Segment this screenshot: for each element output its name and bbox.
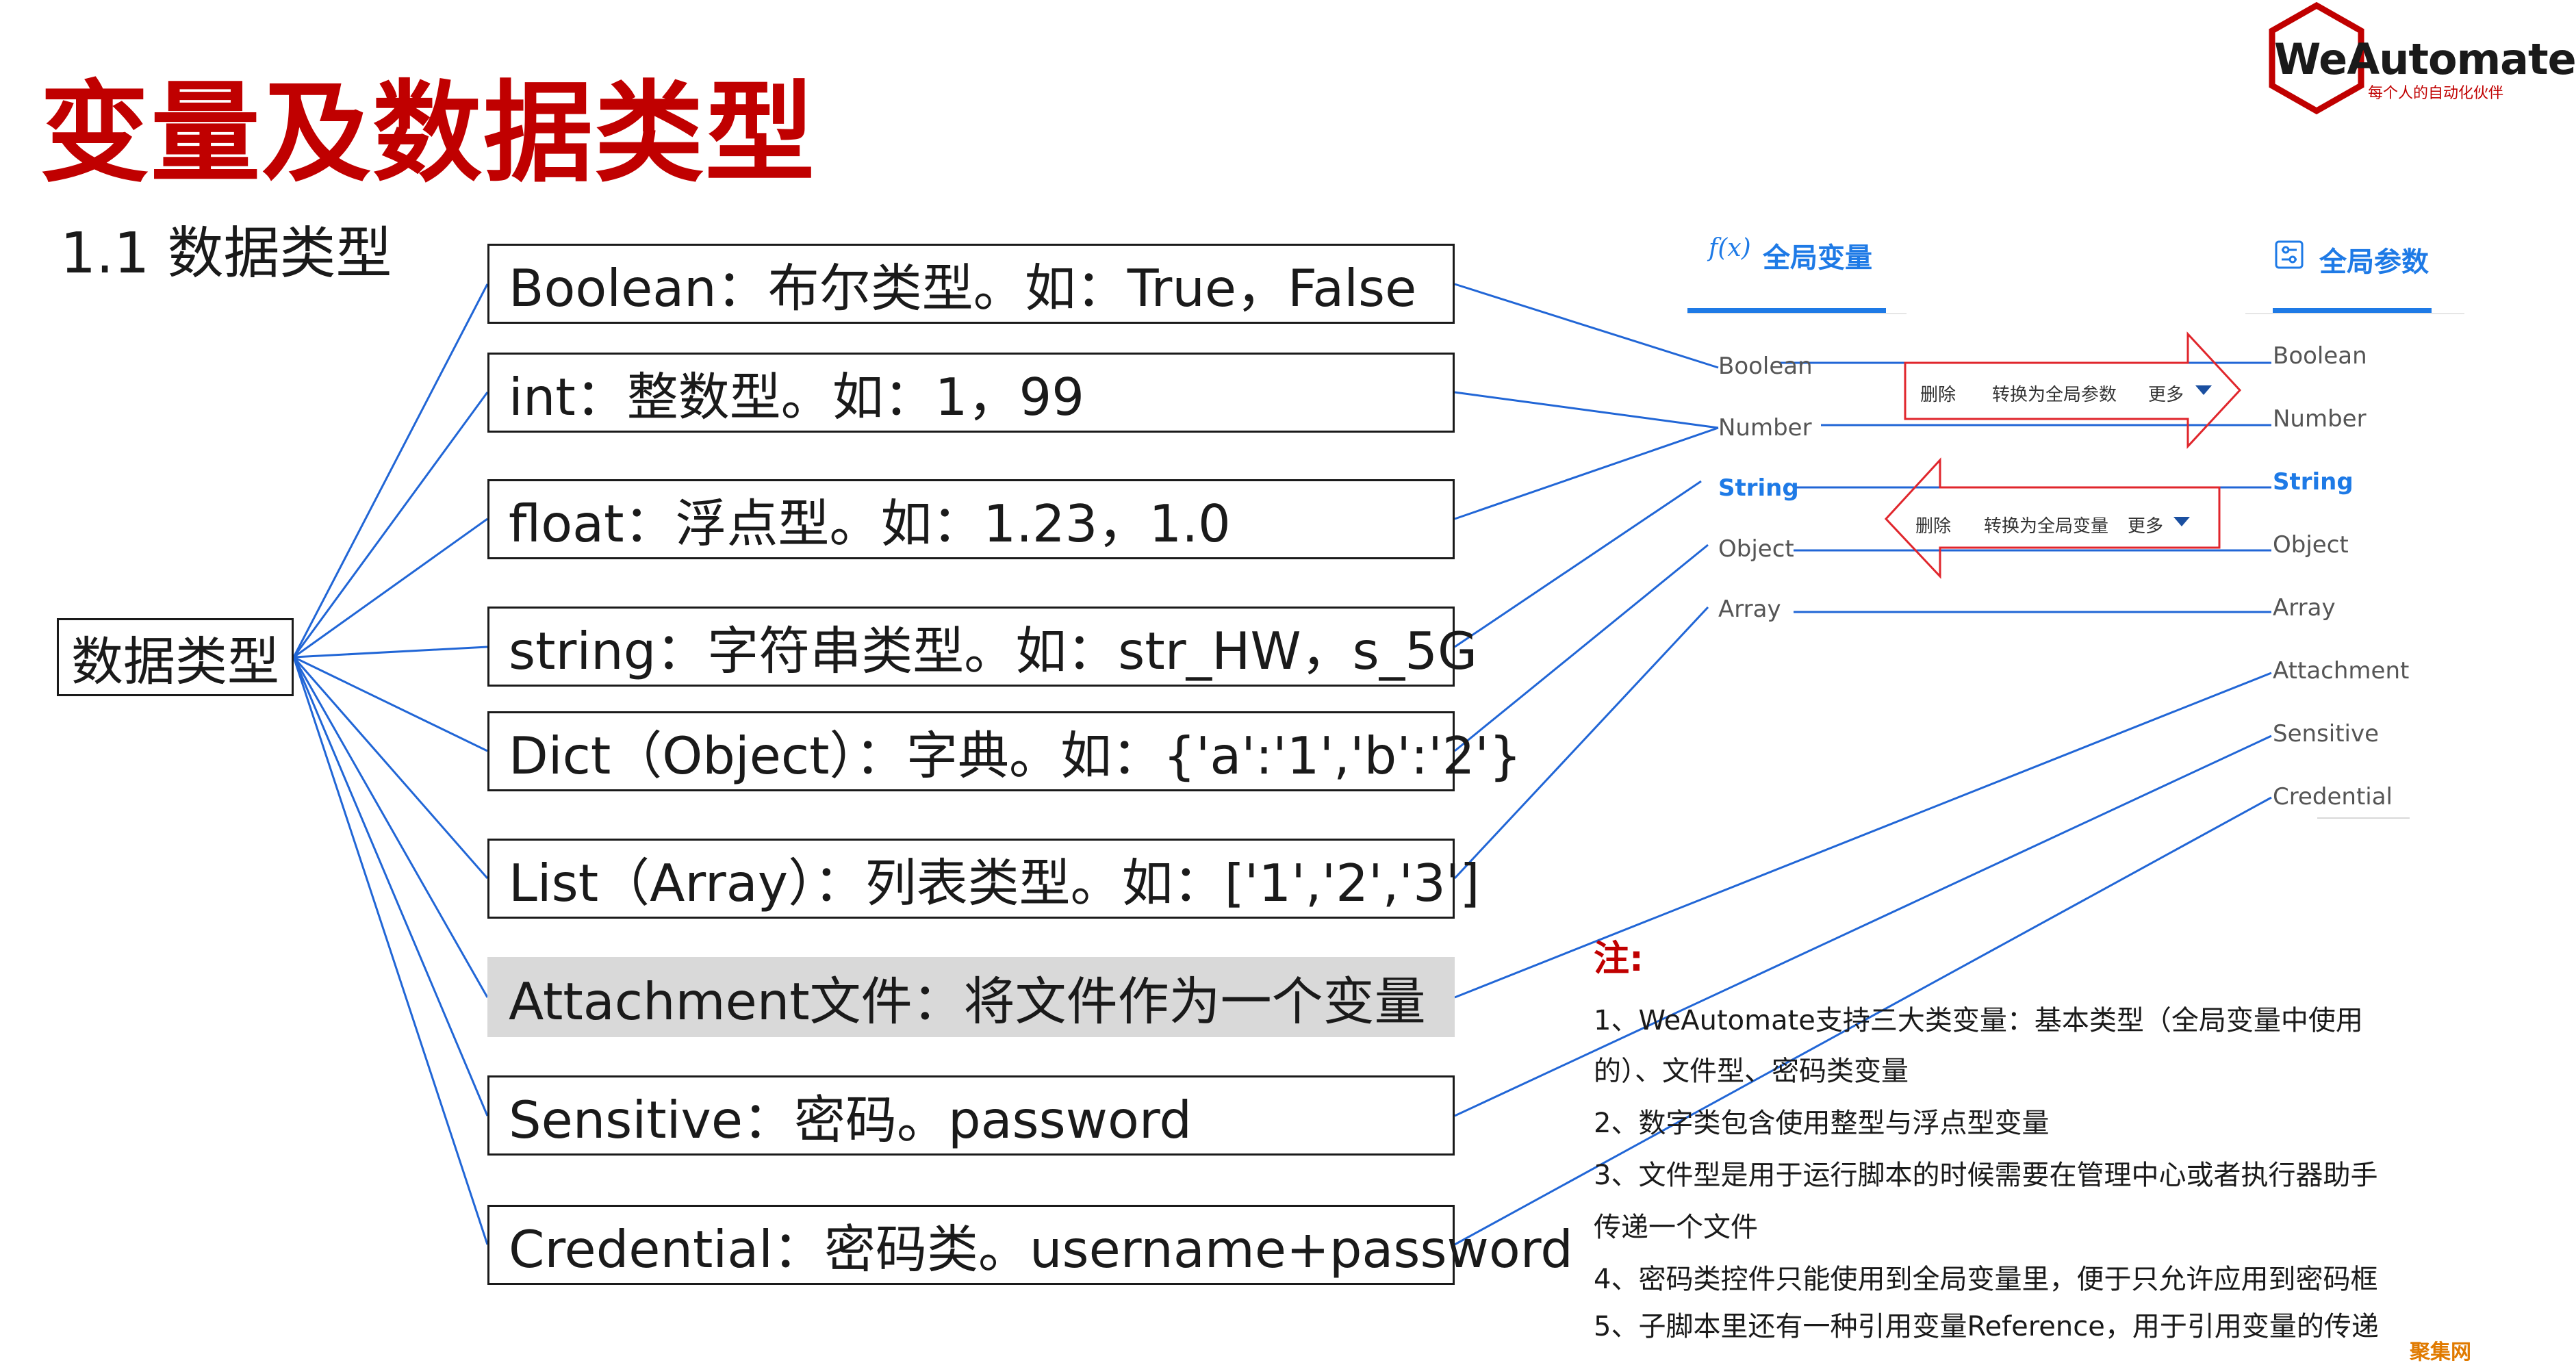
section-subtitle: 1.1 数据类型: [60, 221, 392, 286]
param-item-object[interactable]: Object: [2273, 531, 2349, 559]
tab-underline: [2273, 308, 2432, 313]
notes-title: 注:: [1594, 939, 1644, 980]
type-box-sensitive: Sensitive：密码。password: [487, 1075, 1455, 1156]
menu-more[interactable]: 更多: [2128, 516, 2164, 537]
menu-convert-to-variables[interactable]: 转换为全局变量: [1984, 516, 2109, 537]
menu-delete[interactable]: 删除: [1915, 516, 1952, 537]
root-connector: [292, 392, 489, 658]
menu-more[interactable]: 更多: [2148, 385, 2184, 405]
param-item-sensitive[interactable]: Sensitive: [2273, 720, 2380, 748]
note-line: 4、密码类控件只能使用到全局变量里，便于只允许应用到密码框: [1594, 1264, 2378, 1295]
map-connector: [1454, 544, 1709, 752]
tab-global-params[interactable]: 全局参数: [2319, 246, 2429, 278]
root-connector: [293, 518, 488, 659]
root-connector: [293, 656, 488, 752]
logo-name: WeAutomate: [2274, 34, 2576, 84]
menu-delete[interactable]: 删除: [1920, 385, 1956, 405]
menu-convert-to-params[interactable]: 转换为全局参数: [1992, 385, 2117, 405]
note-line: 的）、文件型、密码类变量: [1594, 1056, 1909, 1087]
map-connector: [1454, 426, 1719, 520]
map-connector: [1454, 672, 2272, 999]
var-item-string[interactable]: String: [1718, 474, 1799, 502]
root-connector: [292, 656, 489, 1117]
param-item-number[interactable]: Number: [2273, 405, 2367, 433]
chevron-down-icon: [2195, 385, 2212, 395]
brand-logo: WeAutomate 每个人的自动化伙伴: [2258, 0, 2576, 116]
chevron-down-icon: [2173, 517, 2190, 526]
root-connector: [292, 656, 489, 879]
param-item-credential[interactable]: Credential: [2273, 783, 2393, 811]
arrow-to-variables: [1884, 457, 2221, 579]
param-item-boolean[interactable]: Boolean: [2273, 342, 2367, 370]
note-line: 5、子脚本里还有一种引用变量Reference，用于引用变量的传递: [1594, 1311, 2379, 1342]
param-item-attachment[interactable]: Attachment: [2273, 657, 2410, 685]
tab-divider: [1687, 313, 1907, 314]
var-item-array[interactable]: Array: [1718, 596, 1781, 623]
settings-sliders-icon: [2274, 240, 2304, 272]
note-line: 1、WeAutomate支持三大类变量：基本类型（全局变量中使用: [1594, 1005, 2363, 1036]
root-connector: [292, 656, 489, 1245]
type-box-float: float：浮点型。如：1.23，1.0: [487, 479, 1455, 559]
map-connector: [1453, 606, 1709, 880]
var-item-object[interactable]: Object: [1718, 535, 1794, 563]
map-connector: [1454, 283, 1719, 369]
type-box-int: int：整数型。如：1，99: [487, 353, 1455, 433]
note-line: 3、文件型是用于运行脚本的时候需要在管理中心或者执行器助手: [1594, 1160, 2378, 1191]
tab-divider: [2245, 313, 2464, 314]
map-connector: [1454, 796, 2272, 1246]
hexagon-logo-icon: [2269, 1, 2364, 115]
logo-tagline: 每个人的自动化伙伴: [2368, 85, 2504, 102]
var-item-boolean[interactable]: Boolean: [1718, 353, 1813, 380]
root-connector: [292, 283, 489, 658]
tab-underline: [1687, 308, 1886, 313]
map-connector: [1454, 480, 1702, 648]
watermark: 聚集网: [2410, 1340, 2471, 1364]
param-item-string[interactable]: String: [2273, 468, 2354, 496]
type-box-boolean: Boolean：布尔类型。如：True，False: [487, 244, 1455, 324]
type-box-string: string：字符串类型。如：str_HW，s_5G: [487, 607, 1477, 687]
type-box-list: List（Array）：列表类型。如：['1','2','3']: [487, 839, 1480, 919]
root-connector: [292, 656, 489, 998]
map-connector: [1454, 391, 1719, 429]
type-box-attachment: Attachment文件：将文件作为一个变量: [487, 957, 1455, 1037]
root-connector: [293, 646, 488, 659]
tab-global-variables[interactable]: 全局变量: [1763, 242, 1872, 274]
type-box-dict: Dict（Object）：字典。如：{'a':'1','b':'2'}: [487, 711, 1522, 791]
page-title: 变量及数据类型: [40, 69, 817, 197]
note-line: 2、数字类包含使用整型与浮点型变量: [1594, 1108, 2050, 1139]
note-line: 传递一个文件: [1594, 1212, 1758, 1243]
var-item-number[interactable]: Number: [1718, 414, 1812, 442]
root-node: 数据类型: [57, 618, 294, 696]
function-icon: f(x): [1709, 234, 1751, 262]
param-item-array[interactable]: Array: [2273, 594, 2336, 622]
map-connector: [1454, 735, 2272, 1117]
arrow-to-params: [1904, 331, 2242, 449]
type-box-credential: Credential：密码类。username+password: [487, 1205, 1573, 1285]
